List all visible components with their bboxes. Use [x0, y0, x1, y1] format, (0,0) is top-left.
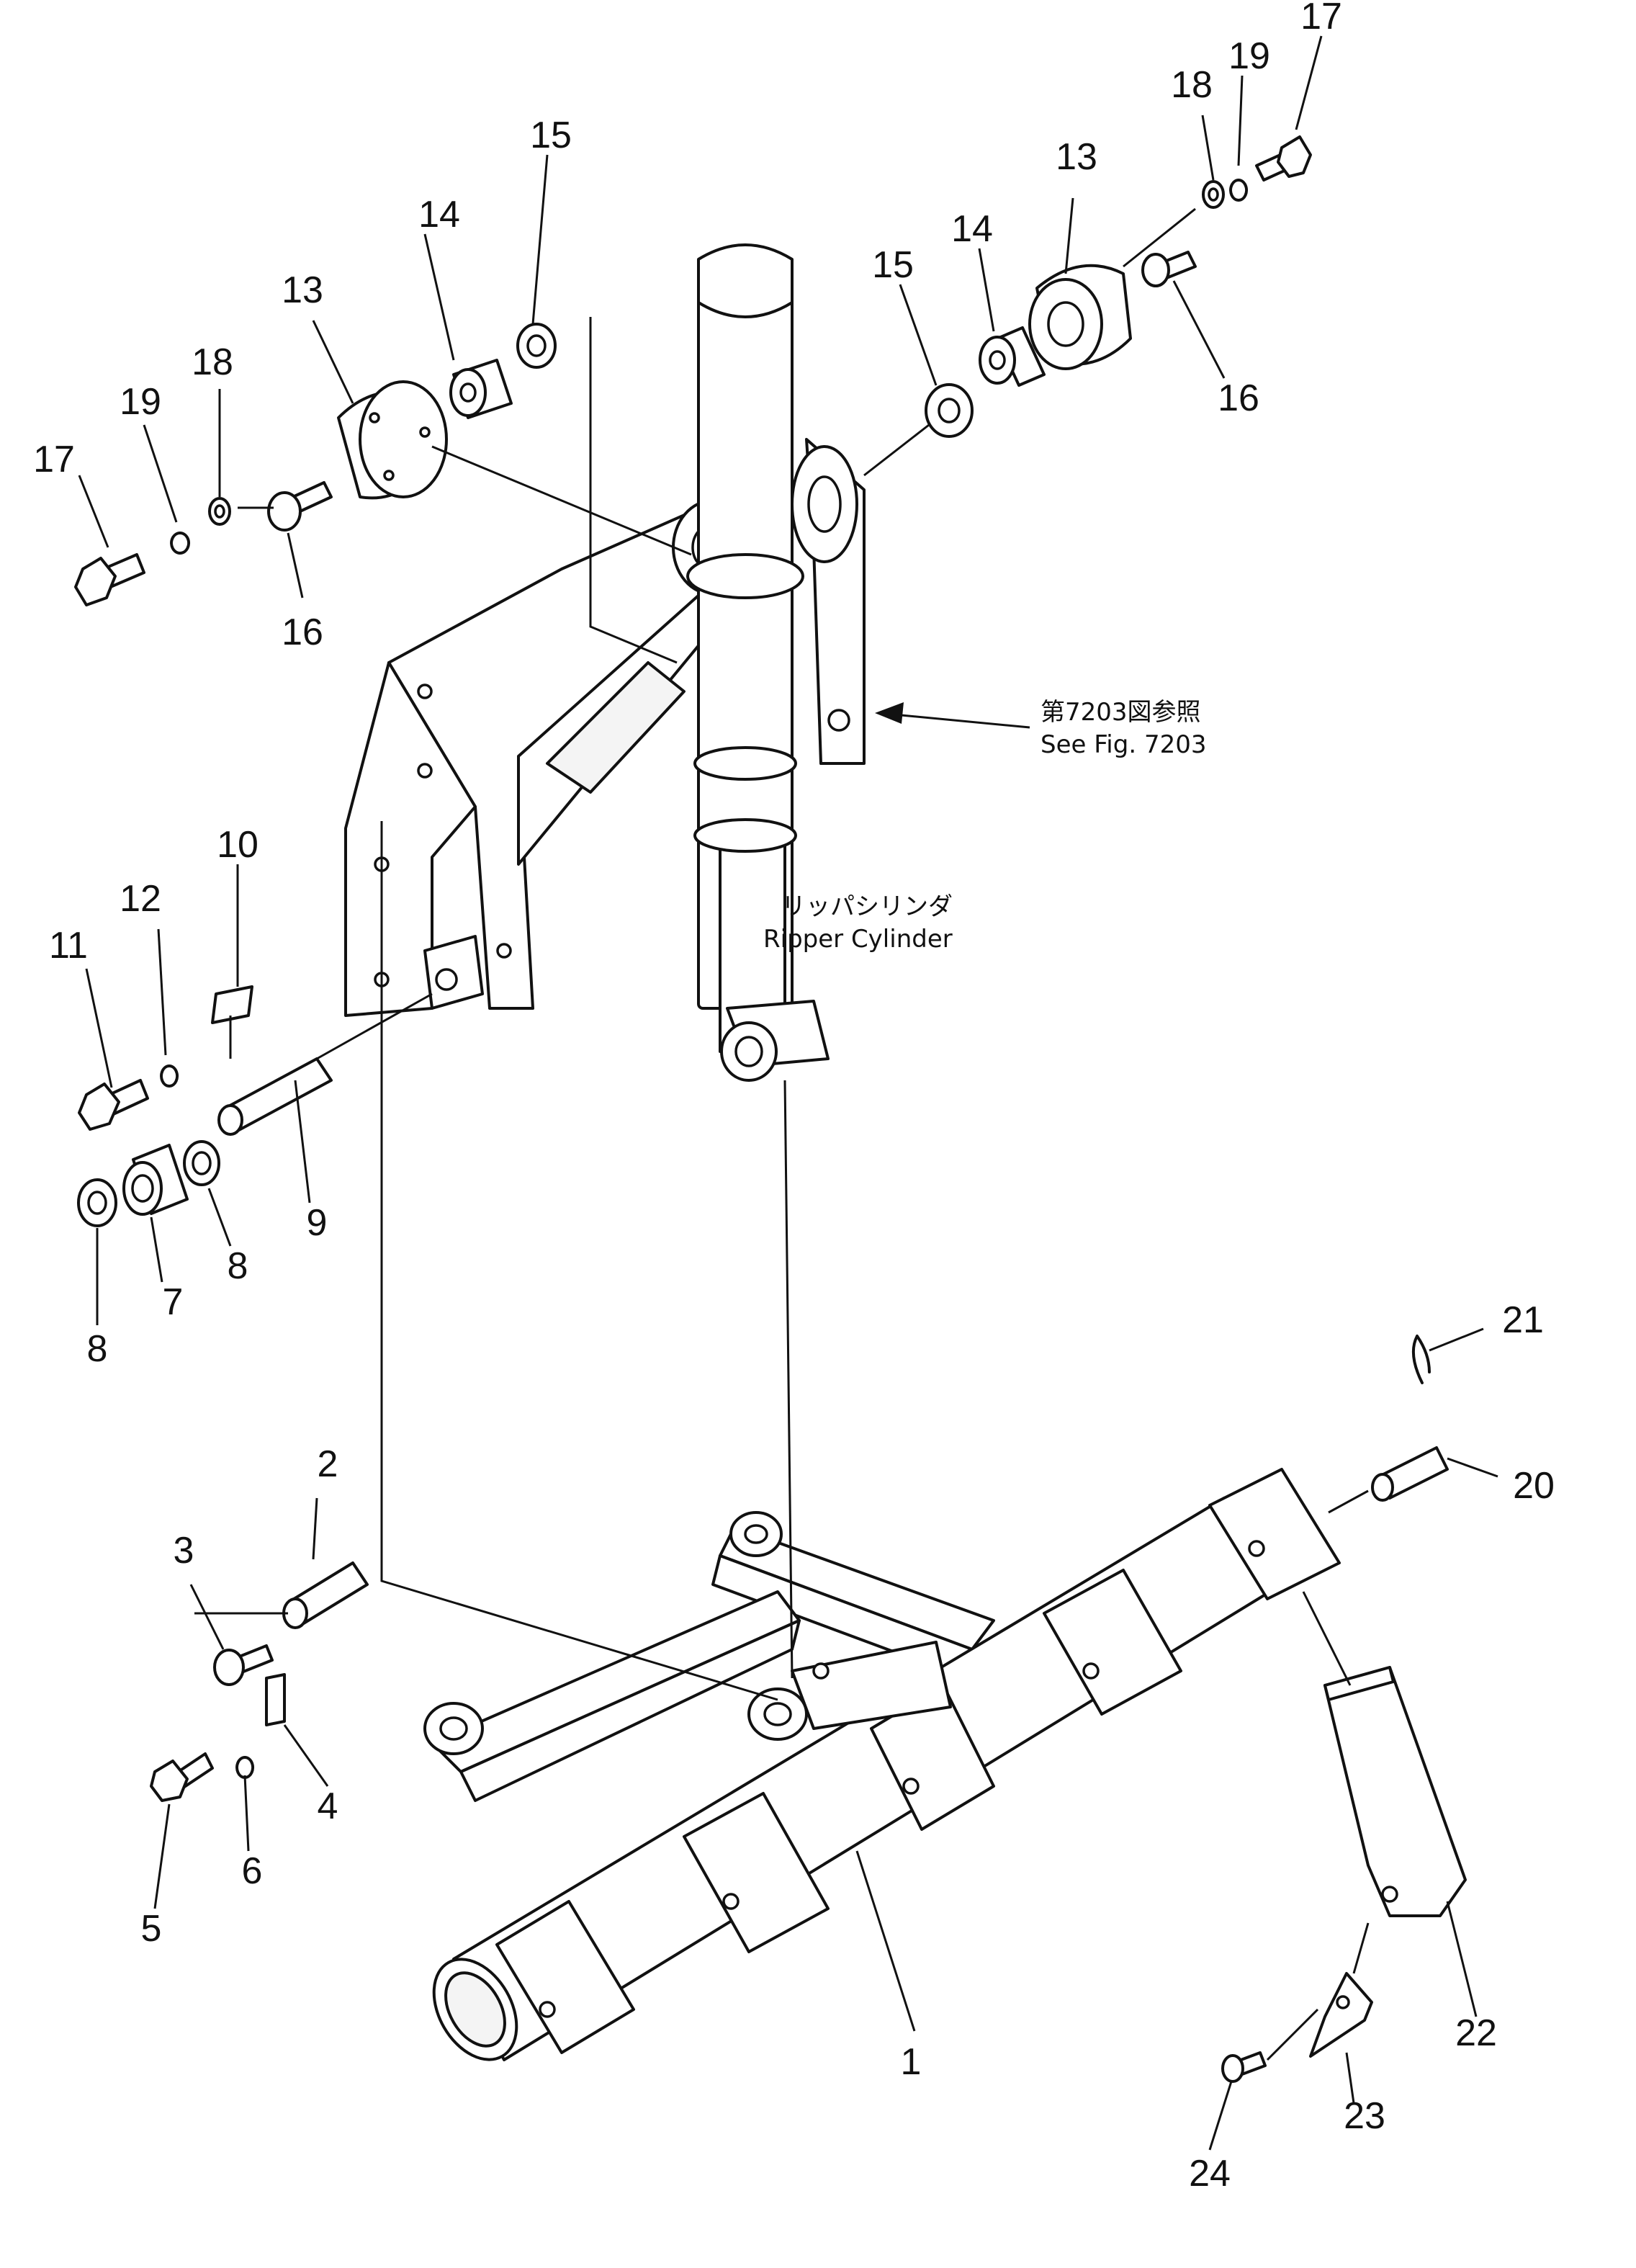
label-part-2: 2: [318, 1443, 338, 1485]
part-22: [1323, 1666, 1467, 1917]
label-part-23: 23: [1344, 2095, 1385, 2137]
annotations: 第7203図参照 See Fig. 7203 リッパシリンダ Ripper Cy…: [763, 698, 1206, 954]
part-14-left: [449, 359, 513, 419]
label-part-21: 21: [1502, 1299, 1544, 1341]
part-16-left: [267, 481, 333, 532]
label-part-14-right: 14: [951, 208, 993, 250]
label-part-4: 4: [318, 1785, 338, 1827]
see-fig-jp: 第7203図参照: [1041, 698, 1201, 727]
part-14-right: [979, 326, 1046, 387]
label-part-5: 5: [141, 1908, 162, 1950]
part-13-right: [1028, 264, 1132, 370]
part-number-labels: 1 2 3 4 5 6 7 8 8 9 10 11 12 13 13 14 14…: [33, 0, 1555, 2195]
part-15-left: [516, 323, 557, 369]
label-part-11: 11: [49, 925, 88, 967]
label-part-16-right: 16: [1218, 377, 1259, 419]
label-part-18-right: 18: [1171, 64, 1213, 106]
see-fig-en: See Fig. 7203: [1041, 730, 1206, 759]
label-part-8-right: 8: [228, 1245, 248, 1287]
leader-lines: [78, 35, 1498, 2151]
label-part-3: 3: [174, 1530, 194, 1572]
part-8-right: [183, 1140, 220, 1186]
label-part-17-right: 17: [1300, 0, 1342, 37]
part-2: [282, 1561, 369, 1629]
part-4: [265, 1673, 286, 1726]
part-24: [1221, 2051, 1267, 2083]
label-part-16-left: 16: [282, 611, 323, 653]
cylinder-label-en: Ripper Cylinder: [763, 925, 953, 954]
label-part-8-left: 8: [87, 1328, 108, 1370]
part-8-left: [77, 1178, 117, 1227]
part-13-left: [337, 380, 448, 500]
label-part-22: 22: [1455, 2012, 1497, 2054]
label-part-6: 6: [242, 1850, 263, 1892]
part-6: [235, 1756, 255, 1779]
part-10: [211, 985, 253, 1024]
part-18-left: [208, 497, 231, 526]
label-part-9: 9: [307, 1202, 328, 1244]
label-part-12: 12: [120, 878, 161, 920]
part-20: [1371, 1446, 1449, 1502]
label-part-18-left: 18: [192, 341, 233, 383]
label-part-13-right: 13: [1056, 136, 1097, 178]
part-11: [78, 1079, 149, 1131]
part-18-right: [1202, 180, 1225, 209]
part-19-right: [1229, 179, 1249, 202]
ripper-beam: [423, 1468, 1341, 2061]
label-part-19-right: 19: [1228, 35, 1270, 77]
label-part-15-left: 15: [530, 115, 572, 156]
label-part-17-left: 17: [33, 439, 75, 480]
part-17-left: [74, 553, 145, 606]
part-15-right: [925, 383, 974, 438]
label-part-20: 20: [1513, 1465, 1555, 1507]
part-9: [217, 1057, 333, 1136]
part-3: [213, 1644, 274, 1686]
part-16-right: [1141, 251, 1197, 287]
label-part-7: 7: [163, 1281, 184, 1323]
label-part-19-left: 19: [120, 381, 161, 423]
part-23: [1309, 1972, 1373, 2058]
part-17-right: [1255, 135, 1312, 181]
part-5: [150, 1752, 214, 1802]
cylinder-label-jp: リッパシリンダ: [781, 892, 953, 921]
part-21: [1411, 1335, 1431, 1384]
label-part-1: 1: [901, 2041, 922, 2083]
label-part-13-left: 13: [282, 269, 323, 311]
part-19-left: [170, 532, 191, 555]
part-12: [160, 1064, 179, 1088]
label-part-15-right: 15: [872, 244, 914, 286]
label-part-14-left: 14: [418, 194, 460, 236]
label-part-24: 24: [1189, 2153, 1231, 2195]
ripper-cylinder: [686, 243, 830, 1082]
label-part-10: 10: [217, 824, 259, 866]
part-7: [122, 1144, 189, 1216]
